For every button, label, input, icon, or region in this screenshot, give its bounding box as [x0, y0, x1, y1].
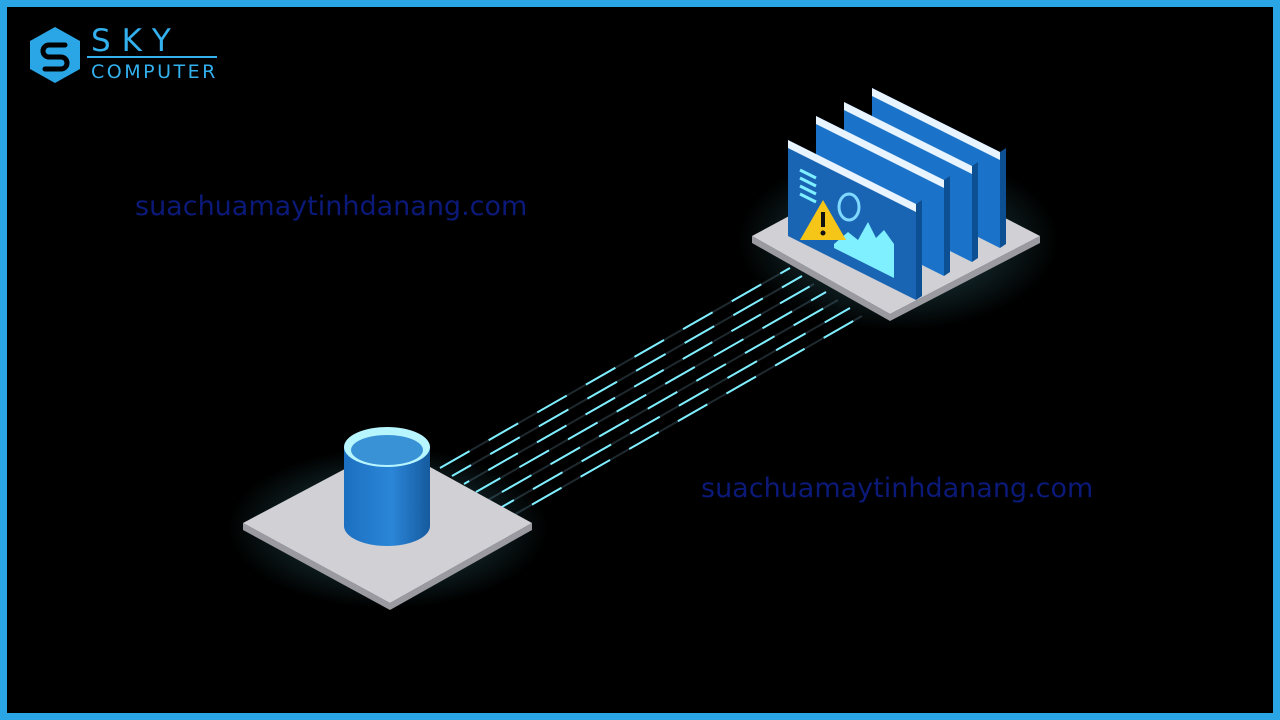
logo-divider	[87, 56, 217, 58]
area-chart-icon	[834, 222, 894, 278]
database-cylinder-icon	[344, 427, 430, 546]
warning-triangle-icon	[800, 200, 846, 240]
logo-brand-top: SKY	[91, 23, 182, 59]
menu-lines-icon	[799, 168, 817, 204]
s-hexagon-logo-icon	[30, 27, 80, 83]
ring-chart-icon	[837, 192, 861, 222]
watermark-text: suachuamaytinhdanang.com	[701, 473, 1094, 504]
server-windows	[788, 88, 1006, 300]
data-flow-diagram	[228, 88, 1058, 610]
connection-lines	[439, 267, 863, 517]
brand-logo: SKY COMPUTER	[25, 23, 225, 87]
logo-brand-bottom: COMPUTER	[91, 61, 218, 83]
server-window-front	[788, 140, 922, 300]
watermark-text: suachuamaytinhdanang.com	[135, 191, 528, 222]
